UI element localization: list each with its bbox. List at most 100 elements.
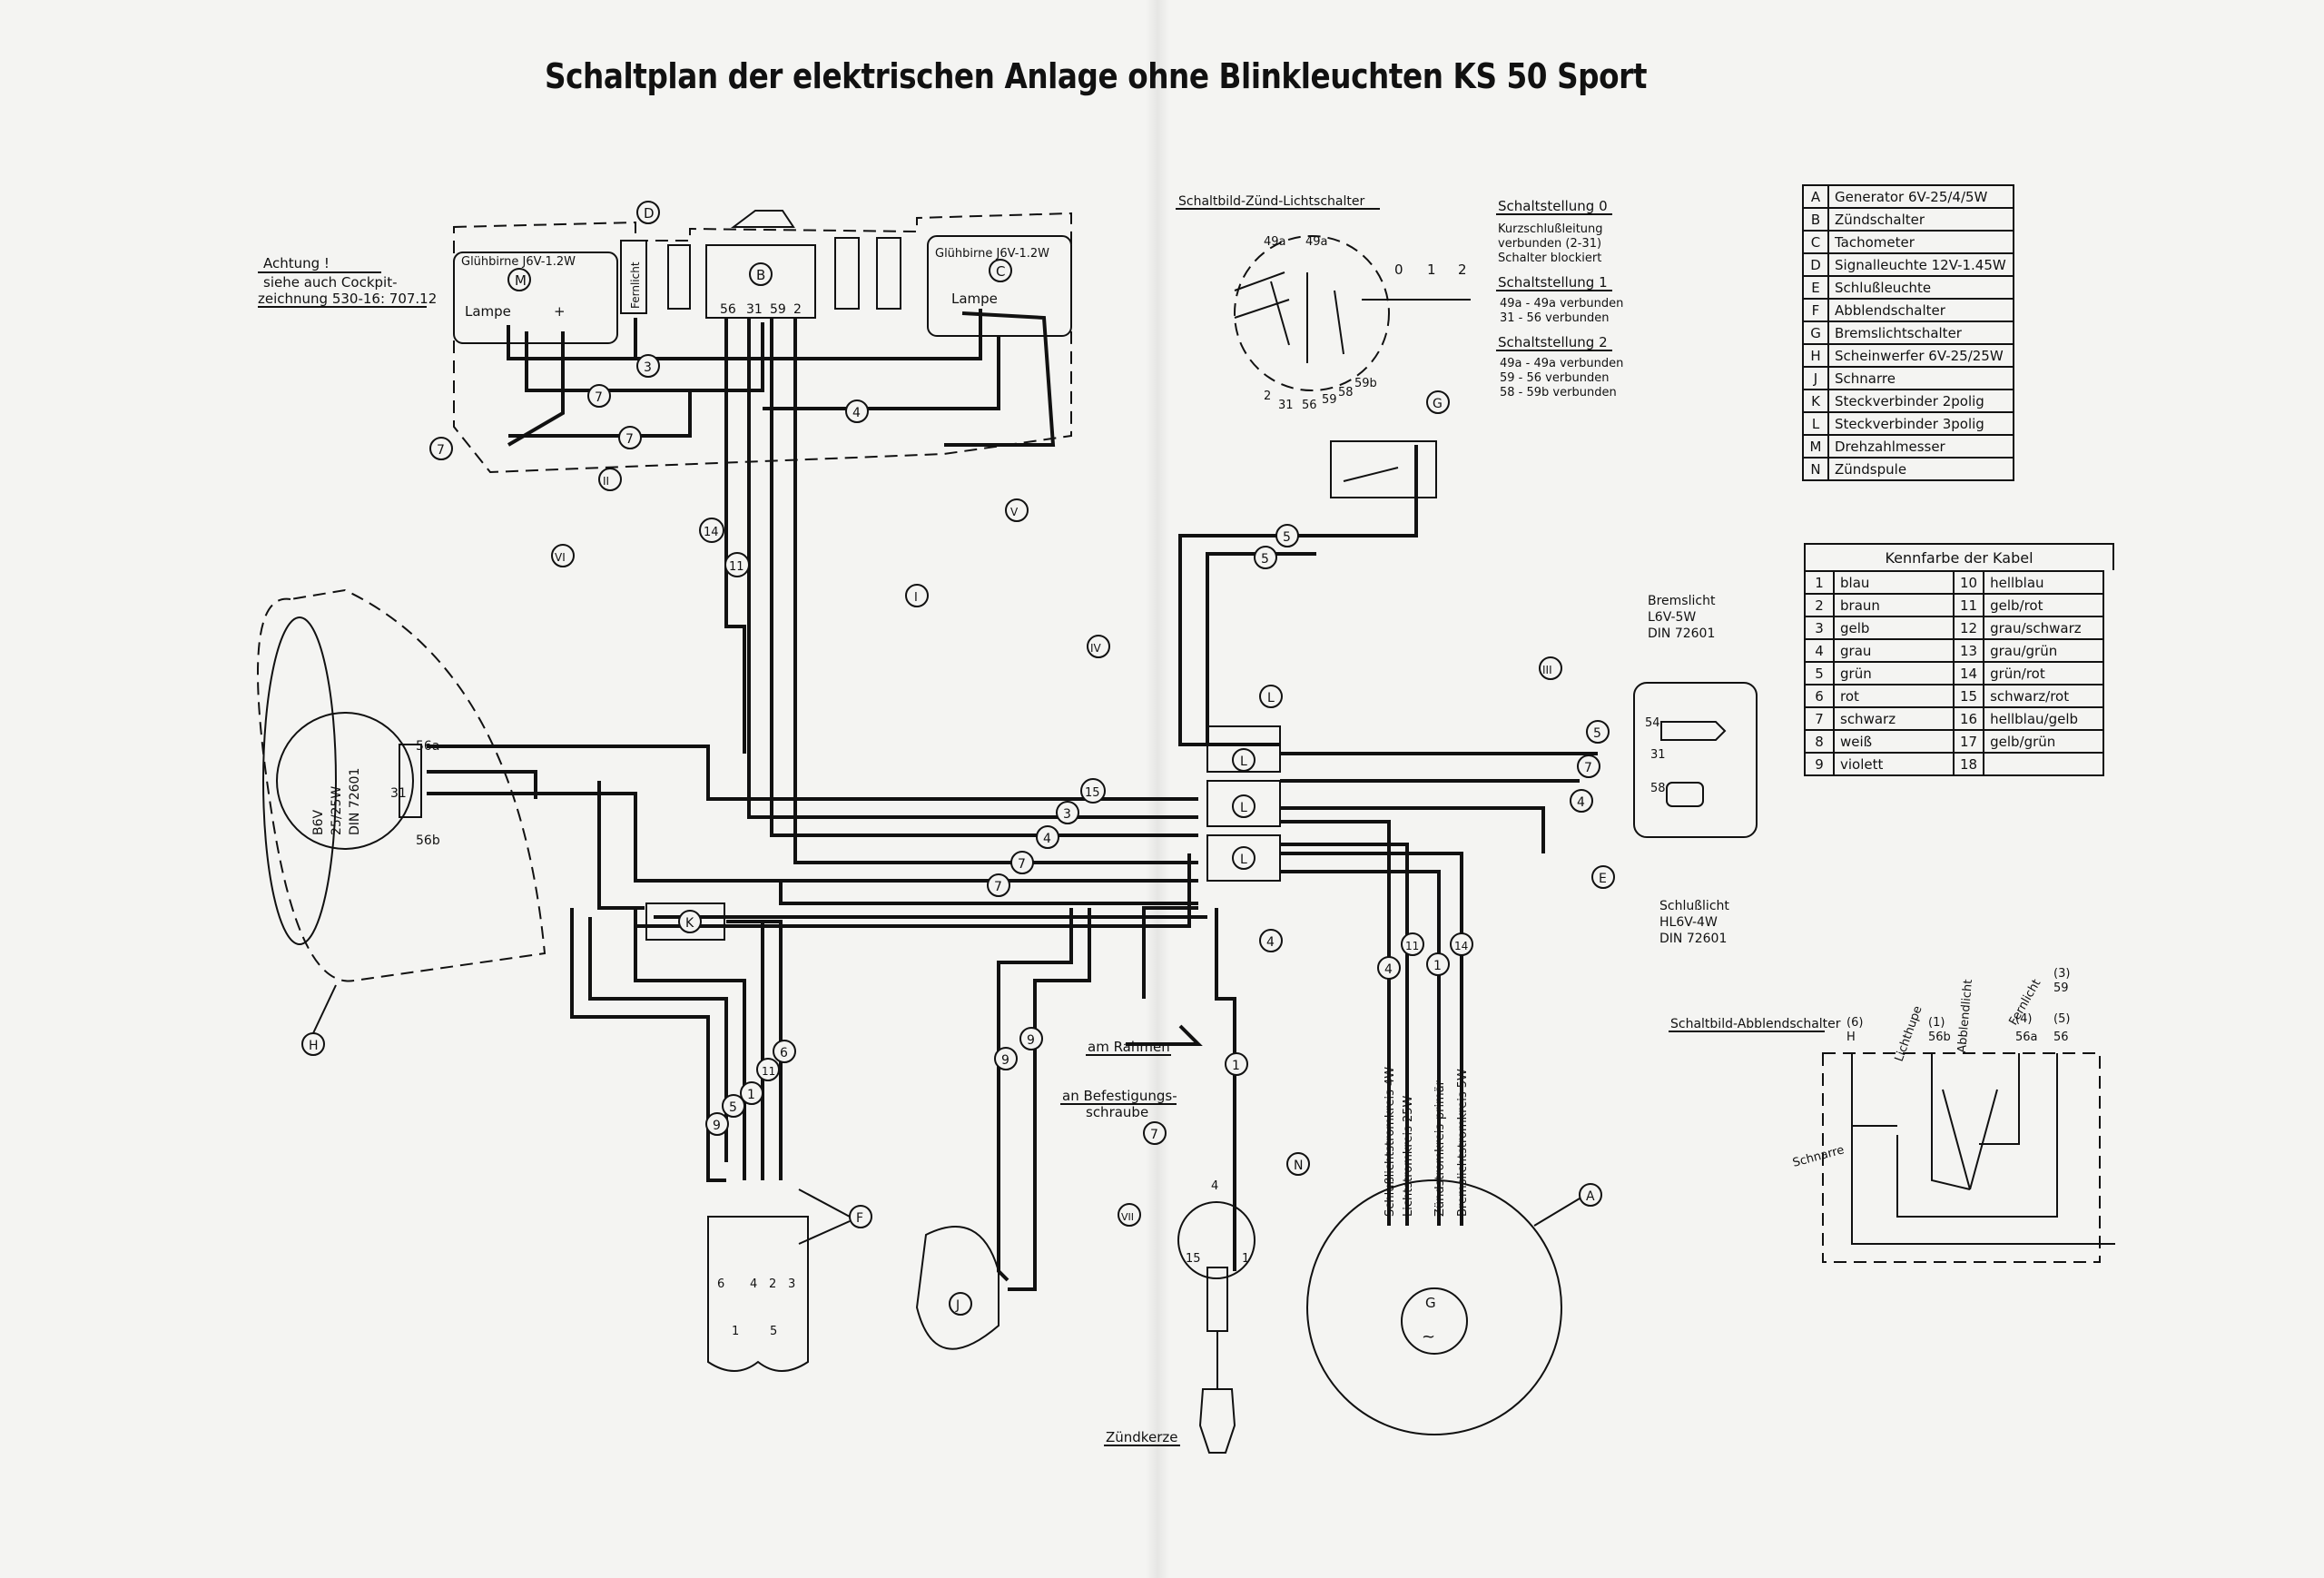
abblend-dashed-box xyxy=(1822,1052,2101,1263)
ss0-l1: Kurzschlußleitung xyxy=(1498,222,1603,236)
svg-text:II: II xyxy=(603,475,609,488)
svg-text:4: 4 xyxy=(852,406,861,420)
wire-k-6 xyxy=(726,920,783,1180)
ab-h: H xyxy=(1846,1031,1856,1044)
ls-59: 59 xyxy=(1322,393,1337,407)
bulb-spec-3: DIN 72601 xyxy=(348,768,362,835)
svg-text:4: 4 xyxy=(1577,795,1585,810)
wire-frame xyxy=(1142,906,1198,999)
label-circle-c xyxy=(989,259,1012,282)
wire-4-tacho xyxy=(763,336,1000,410)
svg-text:IV: IV xyxy=(1090,642,1102,655)
component-key: B xyxy=(1802,207,1829,232)
component-key: M xyxy=(1802,434,1829,459)
cable-number: 11 xyxy=(1952,593,1985,617)
ss0-l3: Schalter blockiert xyxy=(1498,251,1601,265)
svg-text:N: N xyxy=(1294,1159,1303,1173)
terminal-56: 56 xyxy=(720,302,736,317)
component-key: K xyxy=(1802,389,1829,413)
svg-text:9: 9 xyxy=(1001,1053,1009,1068)
lichthupe-label: Lichthupe xyxy=(1893,1004,1925,1063)
component-name: Bremslichtschalter xyxy=(1827,321,2014,345)
component-key: N xyxy=(1802,457,1829,481)
drehzahlmesser-housing xyxy=(453,251,618,344)
connector-l-2 xyxy=(1206,780,1281,827)
ss2-l1: 49a - 49a verbunden xyxy=(1500,357,1623,370)
wire-rahmen xyxy=(1126,1024,1203,1046)
svg-text:III: III xyxy=(1542,664,1552,676)
wire-3-cockpit xyxy=(507,318,637,360)
f-term-2: 2 xyxy=(769,1277,776,1291)
wire-59 xyxy=(770,318,1198,837)
cable-number: 8 xyxy=(1804,729,1835,754)
svg-text:L: L xyxy=(1240,853,1247,867)
schaltbild-zuend-label: Schaltbild-Zünd-Lichtschalter xyxy=(1178,194,1364,209)
svg-text:5: 5 xyxy=(729,1100,737,1115)
wire-1-coil xyxy=(1215,908,1236,1271)
svg-text:3: 3 xyxy=(1063,807,1071,822)
cable-color: blau xyxy=(1833,570,1955,595)
abblendschalter-schematic: Schaltbild-Abblendschalter (6) H (1) 56b… xyxy=(1669,967,2115,1263)
cable-color: gelb xyxy=(1833,616,1955,640)
schnarre-j: J xyxy=(915,1226,1000,1350)
cockpit-wires xyxy=(507,309,1056,447)
term-31: 31 xyxy=(390,786,407,801)
ls-56: 56 xyxy=(1302,399,1317,412)
term-56a: 56a xyxy=(416,739,439,754)
svg-text:7: 7 xyxy=(994,880,1002,894)
pos-0: 0 xyxy=(1394,261,1403,278)
component-key: J xyxy=(1802,366,1829,390)
lampe-c-label: Lampe xyxy=(951,291,998,307)
f-term-3: 3 xyxy=(788,1277,795,1291)
label-circle-d xyxy=(636,201,660,224)
cable-table-title: Kennfarbe der Kabel xyxy=(1804,543,2114,570)
ss2-l2: 59 - 56 verbunden xyxy=(1500,371,1609,385)
j-housing xyxy=(915,1226,1000,1350)
scheinwerfer-h: B6V 25/25W DIN 72601 56a 31 56b H xyxy=(257,588,547,1056)
tail-term-58: 58 xyxy=(1650,782,1666,795)
term-56b: 56b xyxy=(416,833,440,848)
bulb-spec-2: 25/25W xyxy=(330,786,344,835)
note-line-1: Achtung ! xyxy=(263,255,330,271)
ab-wire-1 xyxy=(1851,1053,2115,1245)
cable-color: gelb/rot xyxy=(1983,593,2105,617)
generator-rotor xyxy=(1401,1287,1468,1355)
svg-text:7: 7 xyxy=(1018,857,1026,872)
wire-9-b xyxy=(1008,908,1091,1291)
wire-14 xyxy=(724,318,746,754)
connector-k-body xyxy=(645,902,725,941)
svg-text:F: F xyxy=(856,1211,863,1226)
coil-term-1: 1 xyxy=(1242,1252,1249,1266)
component-key: A xyxy=(1802,184,1829,209)
wire-gen-4 xyxy=(1280,820,1391,1226)
wire-gen-11 xyxy=(1280,843,1409,1226)
svg-text:11: 11 xyxy=(1405,940,1419,952)
svg-text:A: A xyxy=(1586,1189,1595,1204)
ss1-l1: 49a - 49a verbunden xyxy=(1500,297,1623,311)
page-fold xyxy=(1146,0,1169,1578)
note-line-2: siehe auch Cockpit- xyxy=(263,274,398,291)
note-line-3: zeichnung 530-16: 707.12 xyxy=(258,291,437,307)
ab-6: (6) xyxy=(1846,1016,1863,1030)
component-name: Steckverbinder 3polig xyxy=(1827,411,2014,436)
cable-color: hellblau xyxy=(1983,570,2105,595)
cable-number: 3 xyxy=(1804,616,1835,640)
cable-number: 17 xyxy=(1952,729,1985,754)
befestigung-2: schraube xyxy=(1086,1104,1148,1120)
component-name: Scheinwerfer 6V-25/25W xyxy=(1827,343,2014,368)
svg-text:L: L xyxy=(1267,691,1275,705)
fernlicht-label: Fernlicht xyxy=(629,261,642,309)
cable-number: 6 xyxy=(1804,684,1835,708)
cable-color: schwarz/rot xyxy=(1983,684,2105,708)
cable-color: gelb/grün xyxy=(1983,729,2105,754)
diagram-title: Schaltplan der elektrischen Anlage ohne … xyxy=(545,56,1648,96)
